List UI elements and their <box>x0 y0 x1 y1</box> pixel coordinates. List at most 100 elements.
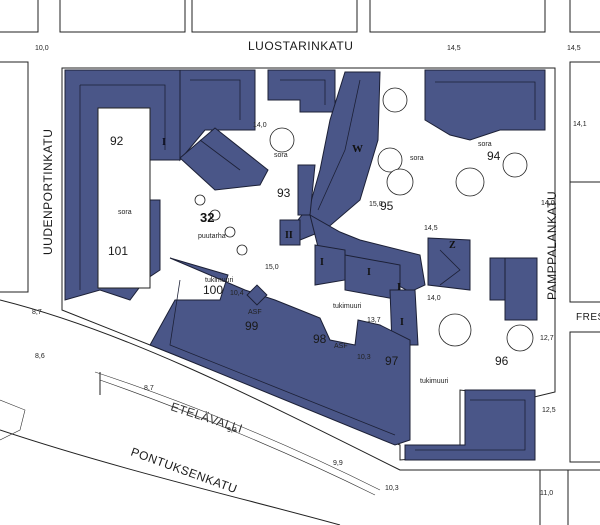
street-edge-2 <box>94 371 381 491</box>
north-block-5 <box>569 0 600 33</box>
east-block-2 <box>569 181 600 303</box>
annotation-sora-2: sora <box>274 152 288 159</box>
north-block-2 <box>59 0 186 33</box>
elevation-3: 14,5 <box>567 45 581 52</box>
street-east: PAMPPALANKATU <box>545 191 559 300</box>
trees <box>194 87 534 352</box>
plot-95: 95 <box>380 199 394 213</box>
elevation-19: 10,4 <box>230 290 244 297</box>
annotation-tukimuuri-3: tukimuuri <box>420 378 449 385</box>
north-block-1 <box>0 0 39 33</box>
building-z <box>427 237 471 291</box>
elevation-11: 11,0 <box>540 490 553 497</box>
building-north-middle <box>267 69 336 113</box>
building-label-i-2: I <box>320 257 324 268</box>
tree-5 <box>455 167 485 197</box>
tree-9 <box>194 194 206 206</box>
street-edge-4 <box>0 429 341 525</box>
elevation-10: 10,3 <box>385 485 399 492</box>
building-east-small <box>489 257 506 301</box>
tree-1 <box>269 127 295 153</box>
plot-99: 99 <box>245 319 259 333</box>
elevation-9: 9,9 <box>333 460 343 467</box>
building-i-right <box>389 289 419 346</box>
roof-ridges <box>79 79 536 451</box>
street-ramp <box>0 399 26 441</box>
elevation-16: 15,0 <box>369 201 383 208</box>
building-label-z: Z <box>449 240 456 251</box>
elevation-2: 14,5 <box>447 45 461 52</box>
buildings <box>64 69 546 461</box>
annotation-asf-2: ASF <box>334 343 348 350</box>
building-label-ii: II <box>285 230 293 241</box>
annotation-tukimuuri-1: tukimuuri <box>205 277 234 284</box>
elevation-18: 14,5 <box>424 225 438 232</box>
tree-4 <box>386 168 414 196</box>
ridge-5 <box>317 79 361 211</box>
plot-96: 96 <box>495 354 509 368</box>
elevation-20: 13,7 <box>367 317 381 324</box>
building-north-west <box>179 69 256 162</box>
elevation-17: 15,0 <box>265 264 279 271</box>
annotation-asf-1: ASF <box>248 309 262 316</box>
street-edge-1 <box>0 299 600 471</box>
annotation-sora-3: sora <box>410 155 424 162</box>
east-block-3 <box>569 331 600 463</box>
building-ii <box>279 219 301 246</box>
courtyard-sora-west <box>97 107 151 289</box>
plot-97: 97 <box>385 354 399 368</box>
elevations: 10,0 14,5 14,5 14,1 8,7 8,6 8,7 9,3 9,9 … <box>32 45 587 497</box>
plot-94: 94 <box>487 149 501 163</box>
building-small <box>246 284 268 306</box>
elevation-13: 12,7 <box>540 335 554 342</box>
annotation-sora-4: sora <box>478 141 492 148</box>
building-south-long <box>149 257 411 446</box>
ridge-3 <box>190 79 241 120</box>
tree-12 <box>236 244 248 256</box>
building-94 <box>424 69 546 141</box>
street-south-outer: PONTUKSENKATU <box>129 445 239 497</box>
tree-3 <box>377 147 403 173</box>
plot-101: 101 <box>108 244 128 258</box>
plot-98: 98 <box>313 332 327 346</box>
annotation-tukimuuri-2: tukimuuri <box>333 303 362 310</box>
tree-6 <box>502 152 528 178</box>
building-label-i-1: I <box>162 137 166 148</box>
block-number: 32 <box>200 210 214 225</box>
ridge-2 <box>80 84 166 150</box>
elevation-8: 9,3 <box>227 427 237 434</box>
building-93 <box>179 127 269 191</box>
elevation-21: 10,3 <box>357 354 371 361</box>
ridge-4 <box>280 79 326 105</box>
elevation-5: 8,7 <box>32 309 42 316</box>
ridge-9 <box>199 139 241 171</box>
elevation-15: 14,0 <box>427 295 441 302</box>
building-label-i-4: I <box>397 282 401 293</box>
street-west: UUDENPORTINKATU <box>41 129 55 255</box>
street-north: LUOSTARINKATU <box>248 39 353 53</box>
plot-100: 100 <box>203 283 223 297</box>
annotation-puutarha: puutarha <box>198 233 226 240</box>
north-block-3 <box>191 0 358 33</box>
street-east-cut: FRESI <box>576 312 600 323</box>
building-label-w: W <box>352 143 363 155</box>
tree-7 <box>438 313 472 347</box>
elevation-4: 14,1 <box>573 121 587 128</box>
ridge-6 <box>435 81 536 120</box>
street-edge-3 <box>99 379 376 496</box>
building-label-i-3: I <box>367 267 371 278</box>
tree-2 <box>382 87 408 113</box>
plot-93: 93 <box>277 186 291 200</box>
elevation-7: 8,7 <box>144 385 154 392</box>
north-blocks <box>0 0 600 33</box>
plot-92: 92 <box>110 134 124 148</box>
building-label-i-5: I <box>400 317 404 328</box>
ridge-7 <box>415 399 526 451</box>
elevation-22: 14,0 <box>541 200 555 207</box>
ridge-10 <box>439 249 461 286</box>
annotation-sora-1: sora <box>118 209 132 216</box>
north-block-4 <box>369 0 546 33</box>
elevation-14: 14,0 <box>253 122 267 129</box>
elevation-6: 8,6 <box>35 353 45 360</box>
